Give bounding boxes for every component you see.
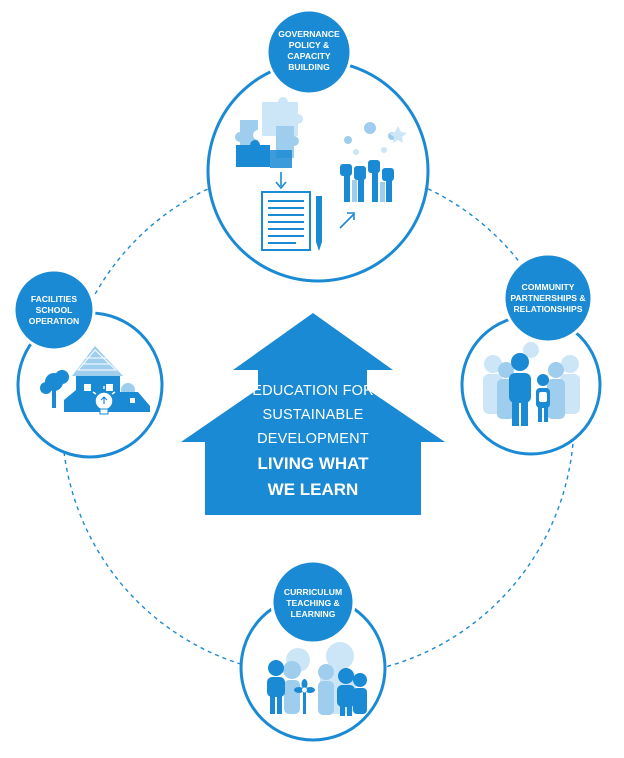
governance-label-3: CAPACITY: [287, 51, 331, 61]
node-facilities: FACILITIES SCHOOL OPERATION: [12, 268, 164, 459]
center-line-5: WE LEARN: [268, 480, 359, 499]
light-bulb-icon: [92, 386, 116, 415]
puzzle-icon: [235, 97, 303, 168]
diagonal-arrow-icon: [339, 212, 355, 229]
curriculum-label-3: LEARNING: [291, 609, 336, 619]
facilities-label-3: OPERATION: [29, 316, 79, 326]
curriculum-label-1: CURRICULUM: [284, 587, 342, 597]
facilities-label-2: SCHOOL: [36, 305, 73, 315]
community-label-3: RELATIONSHIPS: [513, 304, 582, 314]
node-governance: GOVERNANCE POLICY & CAPACITY BUILDING: [206, 8, 430, 283]
governance-label-4: BUILDING: [288, 62, 330, 72]
family-group-icon: [483, 342, 580, 426]
facilities-badge: [12, 268, 96, 352]
center-line-2: SUSTAINABLE: [262, 407, 363, 423]
center-line-3: DEVELOPMENT: [257, 431, 369, 447]
community-badge: [502, 252, 594, 344]
house-shape: [181, 313, 445, 515]
pencil-icon: [316, 196, 322, 251]
center-line-4: LIVING WHAT: [257, 454, 369, 473]
document-icon: [261, 191, 311, 251]
curriculum-label-2: TEACHING &: [286, 598, 339, 608]
center-line-1: EDUCATION FOR: [252, 383, 374, 399]
raised-hands-icon: [340, 122, 407, 202]
center-house: EDUCATION FOR SUSTAINABLE DEVELOPMENT LI…: [181, 313, 445, 515]
node-curriculum: CURRICULUM TEACHING & LEARNING: [239, 559, 387, 742]
node-community: COMMUNITY PARTNERSHIPS & RELATIONSHIPS: [460, 252, 602, 456]
governance-badge: [265, 8, 353, 96]
community-label-1: COMMUNITY: [522, 282, 575, 292]
facilities-label-1: FACILITIES: [31, 294, 78, 304]
plant-icon: [294, 679, 315, 714]
curriculum-badge: [270, 559, 356, 645]
community-label-2: PARTNERSHIPS &: [510, 293, 585, 303]
governance-label-1: GOVERNANCE: [278, 29, 340, 39]
down-arrow-icon: [275, 172, 287, 190]
people-learning-icon: [267, 642, 367, 716]
governance-label-2: POLICY &: [289, 40, 329, 50]
